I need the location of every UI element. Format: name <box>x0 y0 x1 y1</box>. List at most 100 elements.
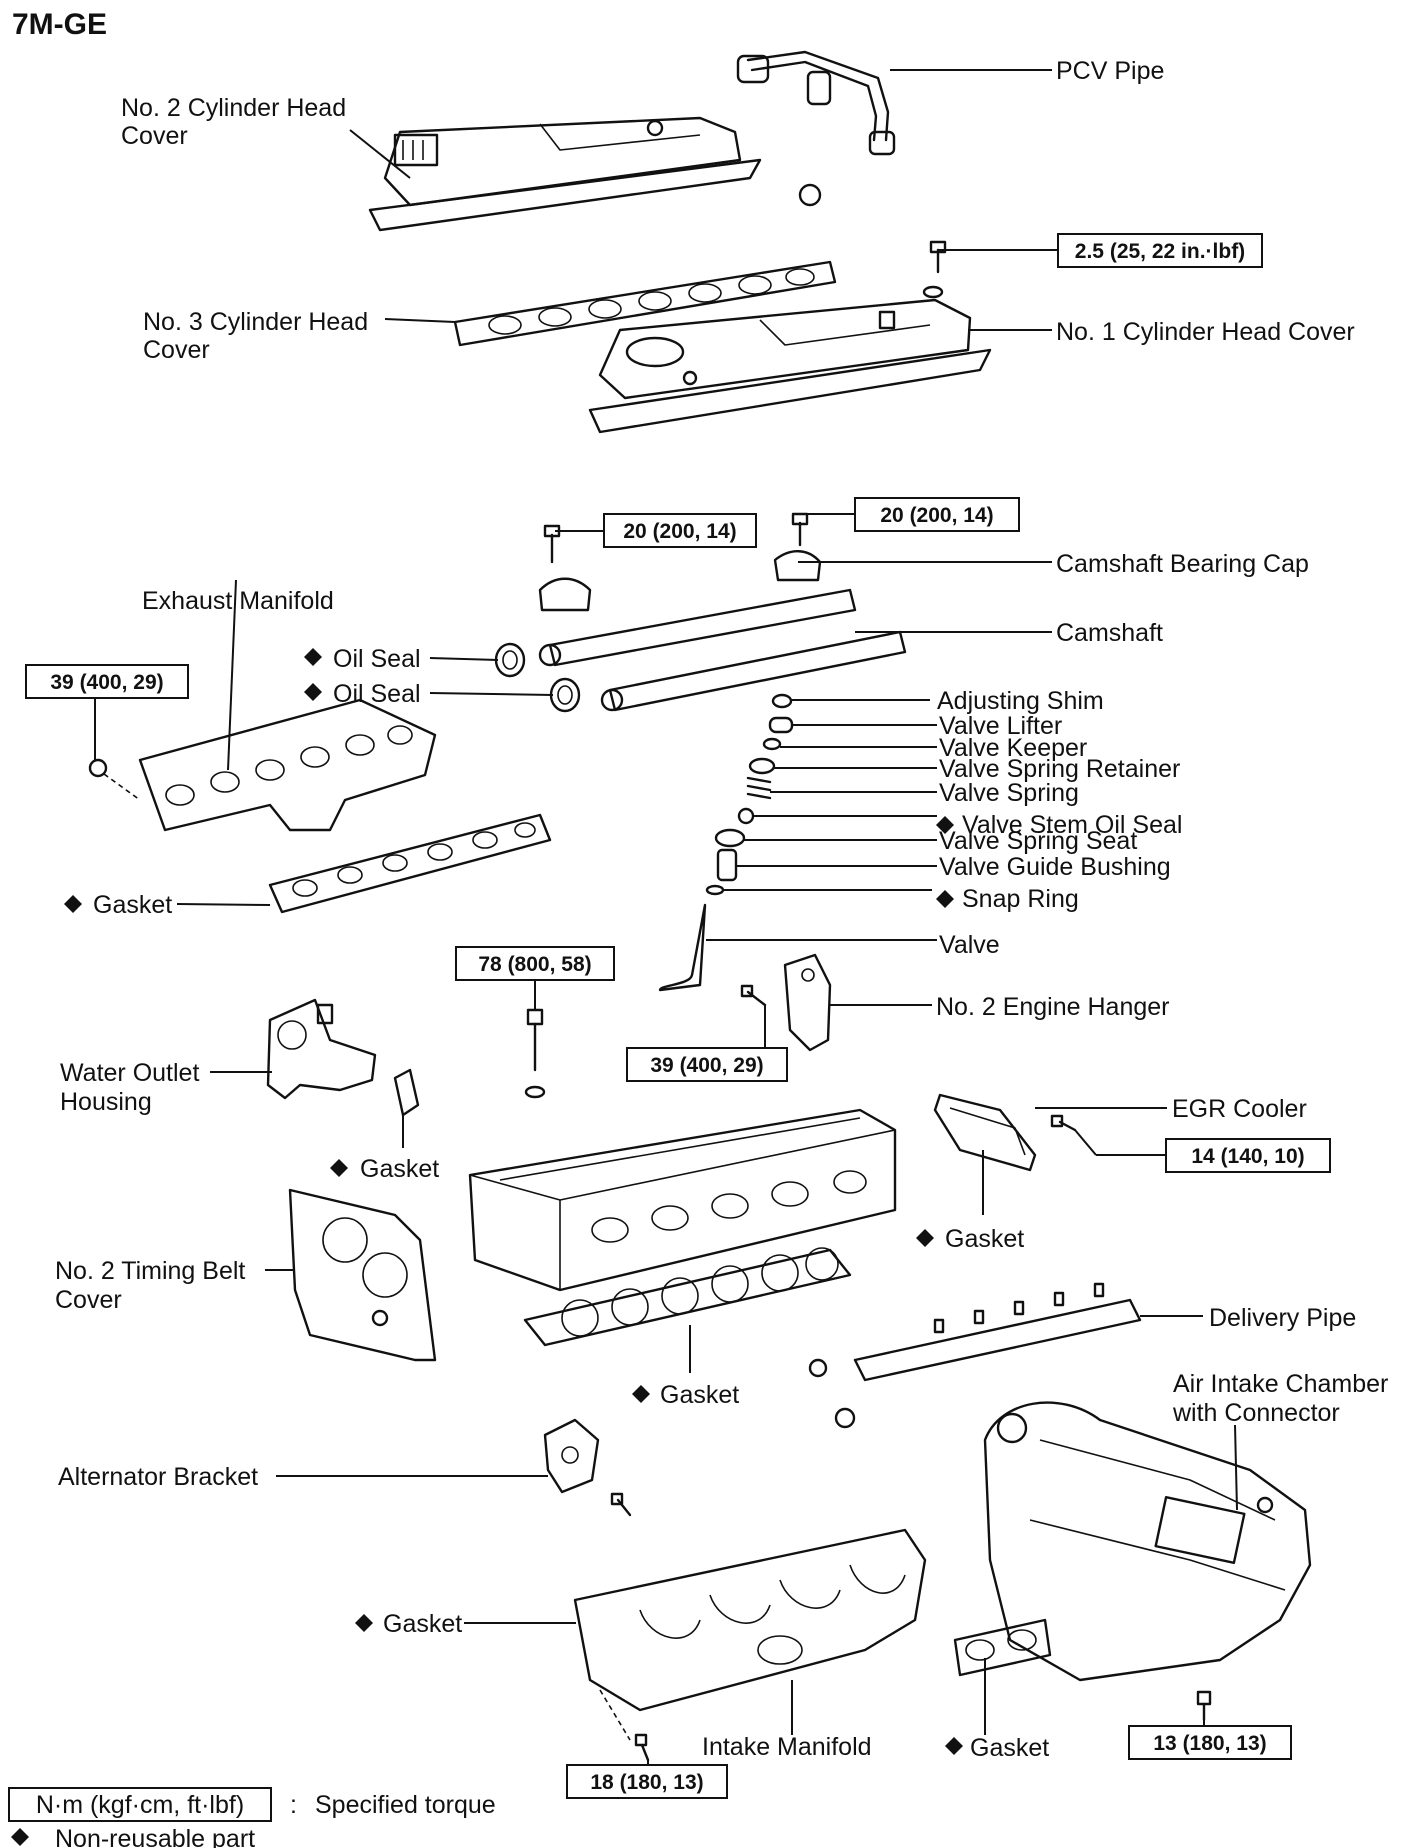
timing-belt-cover-drawing <box>288 1188 437 1362</box>
torque-exhaust-manifold: 39 (400, 29) <box>25 664 189 699</box>
label-valve: Valve <box>939 931 1000 959</box>
camshafts-drawing <box>538 588 907 712</box>
label-valve-spring-seat: Valve Spring Seat <box>939 827 1137 855</box>
label-no2-head-cover-line2: Cover <box>121 122 188 150</box>
legend-nonreusable-desc: Non-reusable part <box>55 1825 255 1848</box>
delivery-pipe-drawing <box>808 1282 1142 1429</box>
label-gasket-head: Gasket <box>660 1381 739 1409</box>
no3-head-cover-drawing <box>453 260 837 347</box>
nonreusable-diamond-snap-ring <box>936 890 954 908</box>
head-cover-bolt-drawing <box>922 240 947 299</box>
exhaust-manifold-bolt-drawing <box>88 758 141 801</box>
cylinder-head-drawing <box>468 1108 897 1292</box>
label-valve-guide-bushing: Valve Guide Bushing <box>939 853 1171 881</box>
torque-egr-cooler-text: 14 (140, 10) <box>1191 1145 1304 1168</box>
label-valve-lifter: Valve Lifter <box>939 712 1062 740</box>
label-camshaft: Camshaft <box>1056 619 1163 647</box>
torque-intake-manifold-text: 18 (180, 13) <box>590 1771 703 1794</box>
label-gasket-intake: Gasket <box>383 1610 462 1638</box>
torque-air-intake: 13 (180, 13) <box>1128 1725 1292 1760</box>
torque-egr-cooler: 14 (140, 10) <box>1165 1138 1331 1173</box>
label-snap-ring: Snap Ring <box>962 885 1079 913</box>
torque-bearing-cap-right-text: 20 (200, 14) <box>880 504 993 527</box>
label-gasket-egr: Gasket <box>945 1225 1024 1253</box>
pcv-pipe-drawing <box>736 50 896 156</box>
nonreusable-diamond-gasket-egr <box>916 1229 934 1247</box>
torque-head-cover: 2.5 (25, 22 in.·lbf) <box>1057 233 1263 268</box>
bearing-caps-drawing <box>538 550 822 612</box>
torque-engine-hanger: 39 (400, 29) <box>626 1047 788 1082</box>
nonreusable-diamond-oil-seal-2 <box>304 683 322 701</box>
head-gasket-drawing <box>523 1247 852 1347</box>
label-valve-keeper: Valve Keeper <box>939 734 1087 762</box>
label-pcv-pipe: PCV Pipe <box>1056 57 1164 85</box>
water-outlet-gasket-drawing <box>393 1068 420 1117</box>
label-camshaft-bearing-cap: Camshaft Bearing Cap <box>1056 550 1309 578</box>
torque-intake-manifold: 18 (180, 13) <box>566 1764 728 1799</box>
alternator-bracket-drawing <box>543 1418 632 1517</box>
air-intake-bolt-drawing <box>1196 1690 1212 1722</box>
nonreusable-diamond-gasket-head <box>632 1385 650 1403</box>
engine-hanger-drawing <box>740 953 832 1052</box>
torque-air-intake-text: 13 (180, 13) <box>1153 1732 1266 1755</box>
label-gasket-exhaust: Gasket <box>93 891 172 919</box>
label-oil-seal-2: Oil Seal <box>333 680 421 708</box>
label-water-outlet-line1: Water Outlet <box>60 1059 199 1087</box>
no2-head-cover-drawing <box>368 116 822 232</box>
torque-bearing-cap-left-text: 20 (200, 14) <box>623 520 736 543</box>
label-no1-head-cover: No. 1 Cylinder Head Cover <box>1056 318 1355 346</box>
label-no2-engine-hanger: No. 2 Engine Hanger <box>936 993 1169 1021</box>
torque-head-bolt: 78 (800, 58) <box>455 946 615 981</box>
exhaust-manifold-drawing <box>138 698 437 832</box>
nonreusable-diamond-valve-stem-oil-seal <box>936 816 954 834</box>
torque-exhaust-manifold-text: 39 (400, 29) <box>50 671 163 694</box>
water-outlet-drawing <box>266 998 377 1100</box>
air-intake-gasket-drawing <box>953 1618 1052 1677</box>
label-valve-spring-retainer: Valve Spring Retainer <box>939 755 1180 783</box>
label-valve-spring: Valve Spring <box>939 779 1079 807</box>
bearing-cap-bolts-drawing <box>543 512 809 564</box>
label-oil-seal-1: Oil Seal <box>333 645 421 673</box>
torque-head-cover-text: 2.5 (25, 22 in.·lbf) <box>1075 240 1245 263</box>
label-adjusting-shim: Adjusting Shim <box>937 687 1104 715</box>
legend-torque-units: N·m (kgf·cm, ft·lbf) <box>36 1791 244 1819</box>
nonreusable-diamond-gasket-exhaust <box>64 895 82 913</box>
label-air-intake-line1: Air Intake Chamber <box>1173 1370 1388 1398</box>
valve-train-drawing <box>658 693 794 992</box>
legend: N·m (kgf·cm, ft·lbf) : Specified torque … <box>8 1787 496 1848</box>
label-intake-manifold: Intake Manifold <box>702 1733 872 1761</box>
no1-head-cover-drawing <box>588 298 992 434</box>
intake-manifold-bolt-drawing <box>599 1689 650 1762</box>
nonreusable-diamond-oil-seal-1 <box>304 648 322 666</box>
label-no2-timing-belt-line1: No. 2 Timing Belt <box>55 1257 245 1285</box>
label-valve-stem-oil-seal: Valve Stem Oil Seal <box>962 811 1182 839</box>
torque-bearing-cap-left: 20 (200, 14) <box>603 513 757 548</box>
torque-bearing-cap-right: 20 (200, 14) <box>854 497 1020 532</box>
label-air-intake-line2: with Connector <box>1172 1399 1340 1427</box>
nonreusable-diamond-gasket-water-outlet <box>330 1159 348 1177</box>
label-exhaust-manifold: Exhaust Manifold <box>142 587 334 615</box>
nonreusable-diamond-gasket-intake <box>355 1614 373 1632</box>
label-water-outlet-line2: Housing <box>60 1088 152 1116</box>
label-gasket-air-intake: Gasket <box>970 1734 1049 1762</box>
label-alternator-bracket: Alternator Bracket <box>58 1463 258 1491</box>
air-intake-chamber-drawing <box>983 1401 1312 1682</box>
egr-cooler-drawing <box>933 1093 1077 1172</box>
engine-model-title: 7M-GE <box>12 8 107 41</box>
legend-separator: : <box>290 1791 297 1819</box>
legend-nonreusable-diamond <box>11 1828 29 1846</box>
leader-lines <box>94 69 1238 1765</box>
label-no2-timing-belt-line2: Cover <box>55 1286 122 1314</box>
nonreusable-diamond-gasket-air-intake <box>945 1737 963 1755</box>
legend-torque-desc: Specified torque <box>315 1791 496 1819</box>
legend-torque-box <box>8 1787 272 1822</box>
label-gasket-water-outlet: Gasket <box>360 1155 439 1183</box>
exhaust-gasket-drawing <box>268 813 552 914</box>
oil-seals-drawing <box>494 642 581 713</box>
intake-manifold-drawing <box>573 1528 927 1712</box>
label-delivery-pipe: Delivery Pipe <box>1209 1304 1356 1332</box>
label-no3-head-cover-line1: No. 3 Cylinder Head <box>143 308 368 336</box>
label-egr-cooler: EGR Cooler <box>1172 1095 1307 1123</box>
torque-engine-hanger-text: 39 (400, 29) <box>650 1054 763 1077</box>
